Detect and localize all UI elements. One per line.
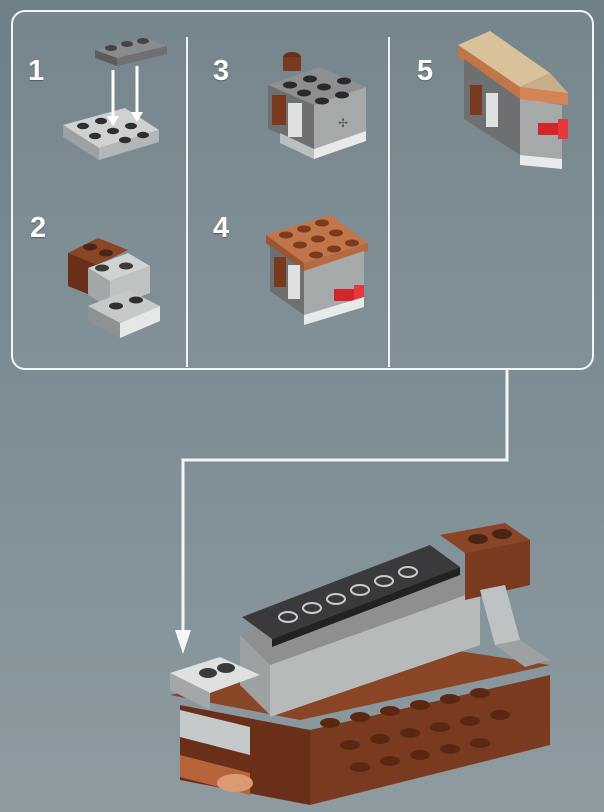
step-number-3: 3 bbox=[213, 55, 230, 87]
step-number-2: 2 bbox=[30, 212, 47, 244]
step-divider-2 bbox=[388, 37, 390, 367]
step-number-4: 4 bbox=[213, 212, 230, 244]
step-2-illustration bbox=[68, 238, 160, 338]
arrow-down-icon bbox=[107, 66, 143, 126]
step-4-illustration bbox=[266, 215, 368, 325]
step-number-5: 5 bbox=[417, 55, 434, 87]
step-number-1: 1 bbox=[28, 55, 45, 87]
callout-arrow-icon bbox=[175, 630, 191, 654]
step-divider-1 bbox=[186, 37, 188, 367]
step-5-illustration bbox=[458, 31, 568, 169]
main-model-illustration bbox=[170, 523, 550, 805]
step-3-illustration: ✢ bbox=[268, 52, 366, 159]
step-1-illustration bbox=[63, 38, 167, 160]
svg-text:✢: ✢ bbox=[338, 116, 348, 130]
